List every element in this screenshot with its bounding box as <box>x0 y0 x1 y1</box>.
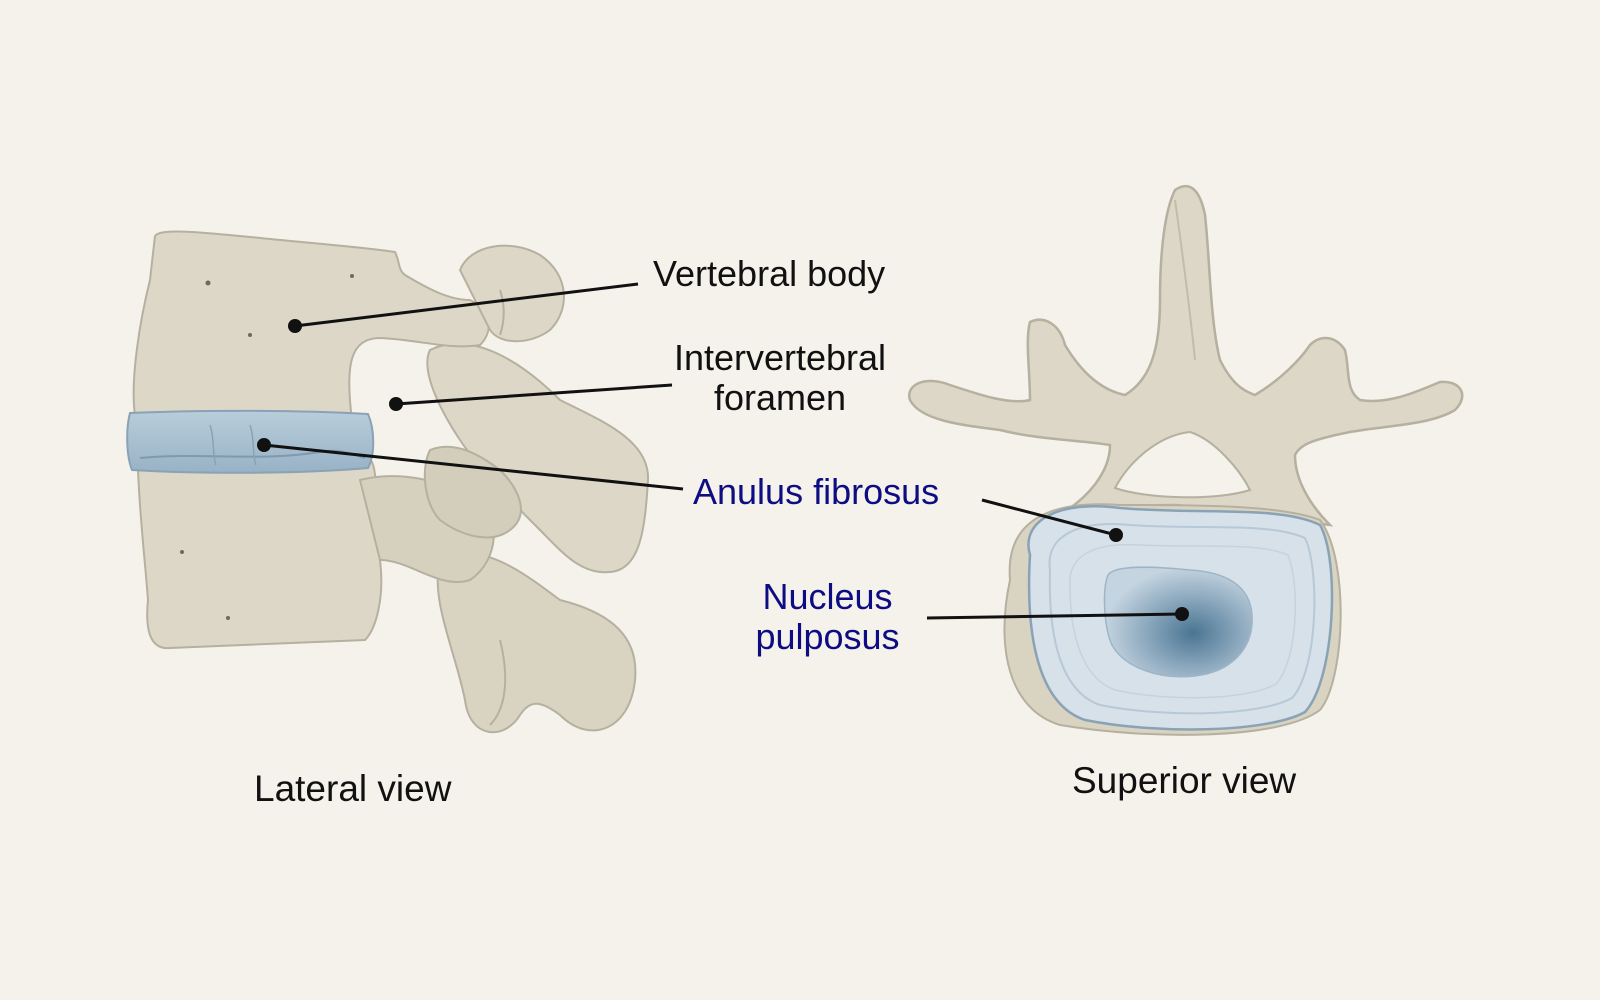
leader-nucleus-pulposus <box>926 612 1183 620</box>
label-vertebral-body: Vertebral body <box>653 253 886 294</box>
marker-vertebral-body <box>288 319 302 333</box>
leader-lines <box>257 282 1189 621</box>
lower-articular-process <box>436 552 637 734</box>
label-nucleus-pulposus-line1: Nucleus <box>762 576 893 617</box>
leader-anulus-fibrosus-lateral <box>263 443 684 491</box>
superior-articular-process <box>458 244 565 343</box>
lower-vertebral-body <box>136 460 383 650</box>
marker-nucleus-pulposus <box>1175 607 1189 621</box>
lateral-view-illustration <box>126 230 650 734</box>
marker-intervertebral-foramen <box>389 397 403 411</box>
nucleus-pulposus-superior <box>1103 566 1253 678</box>
caption-superior-view: Superior view <box>1072 760 1297 801</box>
label-nucleus-pulposus: Nucleus pulposus <box>735 577 920 657</box>
vertebral-arch <box>907 184 1464 527</box>
label-intervertebral-foramen-line2: foramen <box>713 377 847 418</box>
leader-intervertebral-foramen <box>395 383 673 406</box>
label-nucleus-pulposus-line2: pulposus <box>755 616 900 657</box>
marker-anulus-fibrosus-lateral <box>257 438 271 452</box>
vertebral-foramen <box>1113 430 1252 499</box>
marker-anulus-fibrosus-superior <box>1109 528 1123 542</box>
label-intervertebral-foramen-line1: Intervertebral <box>673 337 887 378</box>
leader-anulus-fibrosus-superior <box>981 498 1117 537</box>
intervertebral-disc-lateral <box>126 409 375 474</box>
leader-vertebral-body <box>294 282 639 328</box>
superior-view-illustration <box>907 184 1464 736</box>
label-intervertebral-foramen: Intervertebral foramen <box>655 338 905 418</box>
caption-lateral-view: Lateral view <box>254 768 452 809</box>
label-anulus-fibrosus: Anulus fibrosus <box>693 471 940 512</box>
